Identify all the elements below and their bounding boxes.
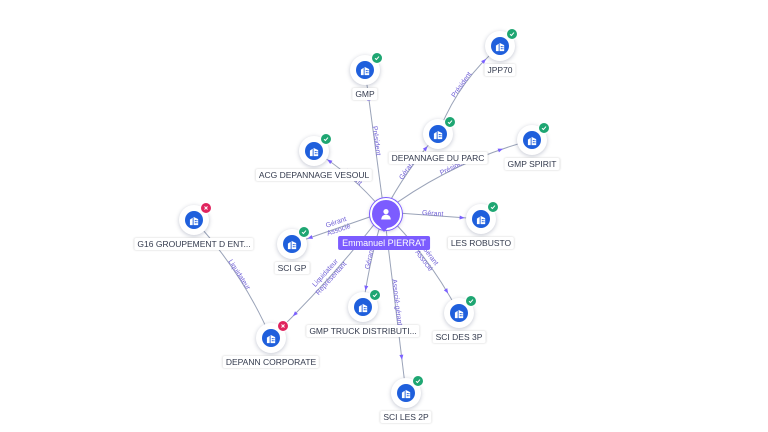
- company-icon: [472, 210, 490, 228]
- company-icon: [523, 131, 541, 149]
- company-label-sci-les-2p[interactable]: SCI LES 2P: [380, 411, 432, 423]
- building-icon: [454, 309, 463, 318]
- edge-label: Associé-gérant: [390, 279, 403, 326]
- edge-label: Gérant: [422, 210, 444, 219]
- edge-arrow: [481, 58, 487, 64]
- company-icon: [283, 235, 301, 253]
- company-label-sci-des-3p[interactable]: SCI DES 3P: [432, 331, 486, 343]
- company-node-g16[interactable]: [179, 202, 212, 235]
- status-badge: [320, 133, 332, 145]
- company-icon: [356, 61, 374, 79]
- edge-arrow: [399, 354, 404, 360]
- company-node-les-robusto[interactable]: [466, 201, 499, 234]
- edge-arrow: [443, 288, 449, 294]
- company-node-depannage-du-parc[interactable]: [423, 116, 456, 149]
- status-badge: [277, 320, 289, 332]
- building-icon: [189, 216, 198, 225]
- company-icon: [185, 211, 203, 229]
- edge-label: GérantAssocié: [323, 215, 351, 237]
- check-badge-icon: [323, 137, 329, 142]
- company-icon: [354, 298, 372, 316]
- check-badge-icon: [447, 120, 453, 125]
- edge-arrow: [459, 215, 465, 220]
- edge-gmp-spirit: [383, 139, 533, 213]
- company-node-jpp70[interactable]: [485, 28, 518, 61]
- person-name-label[interactable]: Emmanuel PIERRAT: [338, 236, 430, 250]
- company-node-gmp-truck[interactable]: [348, 289, 381, 322]
- edge-label: Gérant: [364, 247, 375, 269]
- status-badge: [538, 122, 550, 134]
- person-pointer: [379, 226, 389, 232]
- status-badge: [487, 201, 499, 213]
- company-label-jpp70[interactable]: JPP70: [484, 64, 516, 76]
- status-badge: [506, 28, 518, 40]
- check-badge-icon: [415, 379, 421, 384]
- building-icon: [266, 334, 275, 343]
- company-node-sci-les-2p[interactable]: [391, 375, 424, 408]
- building-icon: [495, 42, 504, 51]
- status-badge: [371, 52, 383, 64]
- building-icon: [527, 136, 536, 145]
- status-badge: [298, 226, 310, 238]
- edge-gmp: [364, 69, 385, 213]
- company-label-sci-gp[interactable]: SCI GP: [274, 262, 310, 274]
- cross-badge-icon: [281, 324, 285, 328]
- building-icon: [360, 66, 369, 75]
- company-node-acg-depannage-vesoul[interactable]: [299, 133, 332, 166]
- edge-arrow: [422, 146, 428, 152]
- company-label-gmp-spirit[interactable]: GMP SPIRIT: [504, 158, 560, 170]
- building-icon: [433, 130, 442, 139]
- company-icon: [491, 37, 509, 55]
- company-label-les-robusto[interactable]: LES ROBUSTO: [447, 237, 515, 249]
- check-badge-icon: [372, 293, 378, 298]
- check-badge-icon: [541, 126, 547, 131]
- edge-arrow: [497, 148, 503, 153]
- building-icon: [358, 303, 367, 312]
- check-badge-icon: [374, 56, 380, 61]
- status-badge: [200, 202, 212, 214]
- company-label-depannage-du-parc[interactable]: DEPANNAGE DU PARC: [388, 152, 488, 164]
- company-label-depann-corporate[interactable]: DEPANN CORPORATE: [222, 356, 320, 368]
- check-badge-icon: [301, 230, 307, 235]
- edge-label: Liquidateur: [226, 258, 251, 291]
- edge-label: Président: [371, 126, 382, 156]
- check-badge-icon: [509, 32, 515, 37]
- building-icon: [476, 215, 485, 224]
- person-icon: [381, 209, 391, 220]
- company-icon: [262, 329, 280, 347]
- edge-arrow: [327, 159, 333, 165]
- company-node-sci-des-3p[interactable]: [444, 295, 477, 328]
- edge-arrow: [307, 235, 313, 239]
- edge-label: LiquidateurReprésentant: [309, 255, 348, 296]
- company-icon: [305, 142, 323, 160]
- company-node-gmp[interactable]: [350, 52, 383, 85]
- cross-badge-icon: [204, 206, 208, 210]
- edge-sci-les-2p: [383, 211, 407, 394]
- company-node-sci-gp[interactable]: [277, 226, 310, 259]
- company-label-gmp[interactable]: GMP: [352, 88, 378, 100]
- company-label-gmp-truck[interactable]: GMP TRUCK DISTRIBUTI...: [306, 325, 420, 337]
- company-label-acg-depannage-vesoul[interactable]: ACG DEPANNAGE VESOUL: [255, 169, 373, 181]
- company-icon: [450, 304, 468, 322]
- status-badge: [412, 375, 424, 387]
- check-badge-icon: [468, 299, 474, 304]
- edge-arrow: [292, 311, 298, 317]
- company-icon: [397, 384, 415, 402]
- status-badge: [369, 289, 381, 301]
- building-icon: [287, 240, 296, 249]
- building-icon: [309, 147, 318, 156]
- status-badge: [465, 295, 477, 307]
- building-icon: [401, 389, 410, 398]
- edge-arrow: [364, 285, 369, 291]
- company-icon: [429, 125, 447, 143]
- company-label-g16[interactable]: G16 GROUPEMENT D ENT...: [134, 238, 254, 250]
- check-badge-icon: [490, 205, 496, 210]
- status-badge: [444, 116, 456, 128]
- company-node-depann-corporate[interactable]: [256, 320, 289, 353]
- company-node-gmp-spirit[interactable]: [517, 122, 550, 155]
- edge-label: Président: [451, 71, 474, 99]
